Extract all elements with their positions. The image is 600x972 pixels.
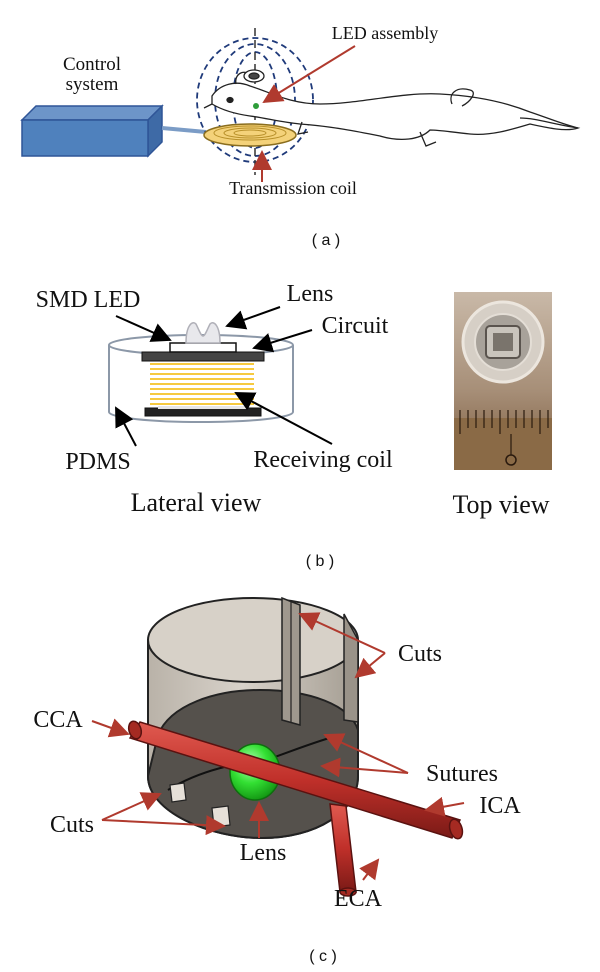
- vessels: [127, 720, 464, 897]
- cuts-left-arrow-1: [101, 792, 162, 821]
- led-assembly-arrow: [262, 45, 356, 104]
- panel-b: SMD LED Lens Circuit PDMS Receiving coil…: [36, 281, 552, 570]
- ica-arrow: [424, 796, 465, 817]
- cable: [161, 126, 207, 134]
- control-system-label-line2: system: [66, 74, 119, 95]
- lens-label-c: Lens: [240, 840, 287, 866]
- control-system-box: [20, 104, 164, 158]
- cca-label: CCA: [33, 707, 83, 733]
- cuts-left-label: Cuts: [50, 812, 94, 838]
- mouse-illustration: [203, 69, 581, 147]
- cca-arrow: [91, 718, 130, 738]
- pdms-label: PDMS: [65, 449, 130, 475]
- circuit-label: Circuit: [322, 313, 389, 339]
- lateral-view-label: Lateral view: [131, 488, 262, 517]
- cuts-top-arrow-1: [298, 612, 386, 654]
- panel-c: Cuts CCA Sutures ICA Cuts Lens ECA ( c ): [33, 596, 521, 965]
- eca-label: ECA: [334, 886, 383, 912]
- transmission-coil: [203, 123, 297, 147]
- smd-led-label: SMD LED: [36, 287, 141, 313]
- smd-led: [169, 342, 237, 353]
- caption-a: ( a ): [312, 232, 340, 249]
- lens-shape: [185, 322, 221, 344]
- receiving-coil-label: Receiving coil: [253, 447, 393, 473]
- receiving-coil-arrow: [234, 392, 333, 445]
- led-spot: [253, 103, 259, 109]
- circuit-board-top: [141, 351, 265, 362]
- cuff-device: [146, 596, 359, 840]
- circuit-board-bottom: [144, 407, 262, 417]
- circuit-board-highlight: [158, 406, 248, 409]
- caption-c: ( c ): [309, 948, 337, 965]
- caption-b: ( b ): [306, 553, 334, 570]
- lens-label: Lens: [287, 281, 334, 307]
- top-view-label: Top view: [452, 490, 549, 519]
- cuts-top-label: Cuts: [398, 641, 442, 667]
- receiving-coil: [150, 363, 254, 405]
- led-assembly-label: LED assembly: [332, 23, 438, 43]
- cuts-left-arrow-2: [101, 815, 226, 836]
- eca-arrow: [359, 858, 380, 881]
- cuts-top-arrow-2: [354, 652, 386, 679]
- pdms-arrow: [115, 406, 137, 447]
- sutures-arrow-2: [320, 757, 409, 778]
- smd-led-arrow: [115, 315, 172, 342]
- sutures-label: Sutures: [426, 761, 498, 787]
- ica-label: ICA: [479, 793, 521, 819]
- circuit-arrow: [252, 329, 313, 353]
- lens-arrow: [225, 306, 281, 330]
- top-view-photo: [454, 292, 552, 470]
- panel-a: Control system: [20, 23, 581, 249]
- sutures-arrow-1: [323, 733, 409, 774]
- control-system-label-line1: Control: [63, 54, 121, 75]
- transmission-coil-label: Transmission coil: [229, 178, 357, 198]
